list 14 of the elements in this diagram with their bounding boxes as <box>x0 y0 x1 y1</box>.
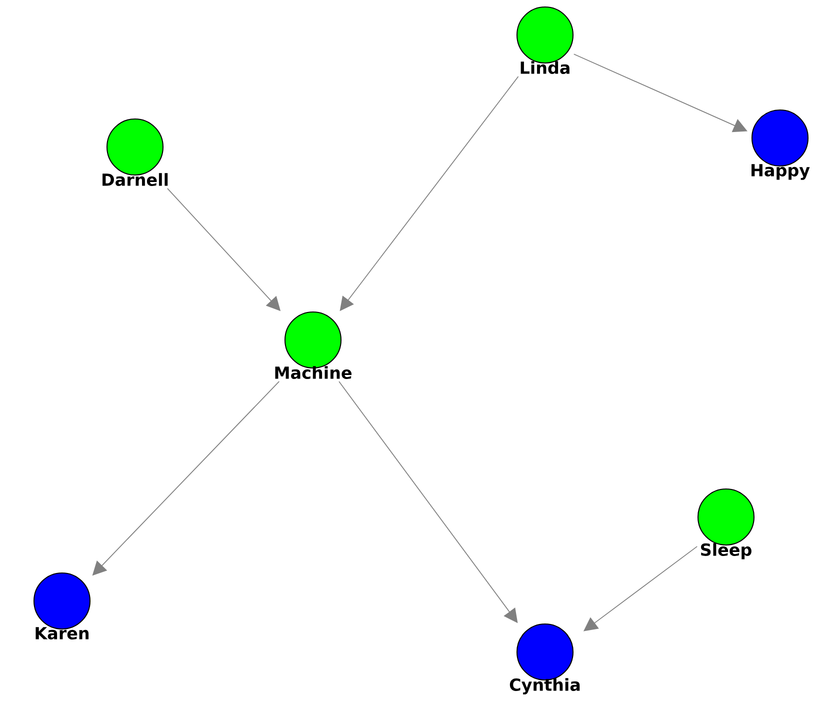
node-label: Sleep <box>701 543 752 560</box>
node-label: Happy <box>752 164 810 180</box>
graph-node: Karen <box>33 572 91 640</box>
graph-node: Machine <box>275 311 352 380</box>
node-label: Linda <box>520 61 570 74</box>
graph-node: Happy <box>751 109 810 180</box>
node-label: Karen <box>36 627 89 640</box>
graph-node: Linda <box>516 6 574 74</box>
graph-node: Darnell <box>102 118 168 186</box>
graph-node: Sleep <box>697 488 755 560</box>
node-label: Cynthia <box>510 678 580 694</box>
node-label: Darnell <box>102 173 168 186</box>
graph-node: Cynthia <box>510 623 580 694</box>
node-label: Machine <box>275 366 352 380</box>
